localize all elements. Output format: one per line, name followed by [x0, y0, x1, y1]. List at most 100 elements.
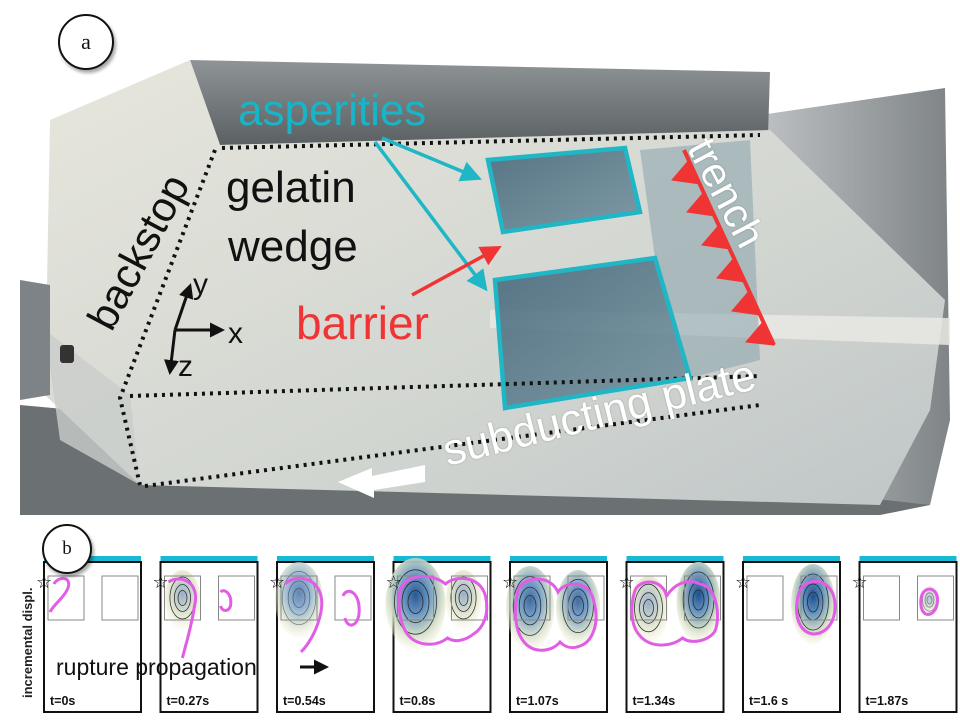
asperity-box	[334, 575, 372, 621]
trench-bar	[626, 556, 724, 561]
asperity-box	[863, 575, 900, 621]
rupture-front	[283, 576, 361, 654]
rupture-front	[48, 577, 71, 613]
panel-label-b: b	[42, 524, 92, 574]
asperity-box	[567, 575, 605, 621]
trench-bar	[393, 556, 491, 561]
frame-3: ☆	[385, 556, 492, 713]
time-label: t=0.8s	[399, 694, 436, 708]
hypocenter-star-icon: ☆	[153, 572, 169, 593]
hypocenter-star-icon: ☆	[269, 572, 285, 593]
hypocenter-star-icon: ☆	[36, 572, 52, 593]
axis-z-label: z	[178, 350, 193, 383]
contour-line	[692, 589, 705, 611]
contour-line	[639, 592, 658, 624]
rupture-propagation-label: rupture propagation	[56, 654, 257, 680]
slip-contour	[385, 558, 446, 650]
axis-triad	[163, 283, 225, 375]
contour-line	[394, 569, 437, 635]
axis-y-label: y	[193, 268, 208, 301]
subduction-arrow	[338, 465, 425, 498]
contour-line	[926, 595, 933, 605]
rupture-front	[919, 587, 940, 616]
slip-contour	[628, 576, 669, 644]
frame-5: ☆	[619, 556, 725, 713]
gelatin-label: gelatin	[226, 163, 356, 212]
panel-b-frames: ☆ ☆ ☆ ☆ ☆ ☆ ☆ ☆	[36, 556, 958, 713]
time-label: t=1.6 s	[749, 694, 789, 708]
hypocenter-star-icon: ☆	[502, 572, 518, 593]
asperity-box	[451, 575, 488, 621]
frame-box	[43, 561, 142, 713]
barrier-arrow	[411, 245, 502, 297]
contour-line	[401, 580, 430, 624]
panel-label-a: a	[58, 14, 114, 70]
hypocenter-star-icon: ☆	[386, 572, 402, 593]
asperity-box	[47, 575, 85, 621]
asperity-box	[218, 575, 255, 621]
contour-line	[562, 579, 594, 634]
rupture-front	[795, 580, 837, 636]
hypocenter-star-icon: ☆	[619, 572, 635, 593]
time-label: t=1.87s	[865, 694, 909, 708]
contour-line	[643, 599, 654, 617]
rupture-front	[167, 577, 233, 659]
asperity-box	[684, 575, 721, 621]
hypocenter-star-icon: ☆	[735, 572, 751, 593]
asperity-box	[101, 575, 139, 621]
asperity-box	[164, 575, 201, 621]
trench-bar	[859, 556, 957, 561]
axis-x-label: x	[228, 317, 243, 350]
contour-line	[287, 580, 311, 616]
hypocenter-star-icon: ☆	[852, 572, 868, 593]
asperity-box	[746, 575, 784, 621]
panel-a-photo	[18, 60, 952, 515]
frame-6: ☆	[735, 556, 841, 713]
frame-box	[858, 561, 958, 713]
asperity-box	[280, 575, 318, 621]
contour-line	[177, 590, 188, 606]
frame-1: ☆	[153, 556, 259, 713]
time-label: t=1.34s	[632, 694, 676, 708]
wedge-label: wedge	[228, 222, 358, 271]
incremental-displacement-label: incremental displ.	[20, 587, 35, 698]
contour-line	[634, 583, 663, 633]
contour-line	[512, 576, 548, 636]
slip-contour	[445, 570, 482, 630]
frame-2: ☆	[269, 556, 375, 713]
contour-line	[292, 588, 306, 608]
trench-bar	[510, 556, 607, 561]
contour-line	[173, 584, 191, 612]
asperities-label: asperities	[238, 86, 427, 135]
asperity-arrow-upper	[381, 136, 482, 182]
asperity-box	[513, 575, 551, 621]
contour-line	[807, 591, 819, 613]
asperity-upper	[485, 145, 643, 235]
contour-line	[281, 571, 317, 626]
contour-line	[458, 590, 469, 606]
time-label: t=1.07s	[516, 694, 559, 708]
time-label: t=0.27s	[166, 694, 210, 708]
trench-teeth	[671, 149, 776, 346]
frame-0: ☆	[36, 556, 142, 713]
contour-line	[454, 584, 472, 612]
contour-line	[523, 595, 537, 617]
contour-line	[407, 590, 424, 614]
trench-bar	[743, 556, 840, 561]
time-label: t=0.54s	[283, 694, 326, 708]
rupture-front	[397, 574, 489, 646]
rupture-front	[514, 577, 598, 652]
rupture-front	[630, 580, 719, 647]
contour-line	[572, 596, 584, 616]
asperity-lower	[492, 255, 693, 411]
trench-bar	[160, 556, 258, 561]
time-label: t=0s	[50, 694, 76, 708]
frame-4: ☆	[502, 556, 608, 713]
frame-7: ☆	[852, 556, 958, 713]
contour-line	[924, 592, 935, 608]
barrier-label: barrier	[296, 297, 429, 349]
wedge-outline	[117, 133, 761, 488]
contour-line	[518, 586, 542, 626]
trench-bar	[44, 556, 141, 561]
